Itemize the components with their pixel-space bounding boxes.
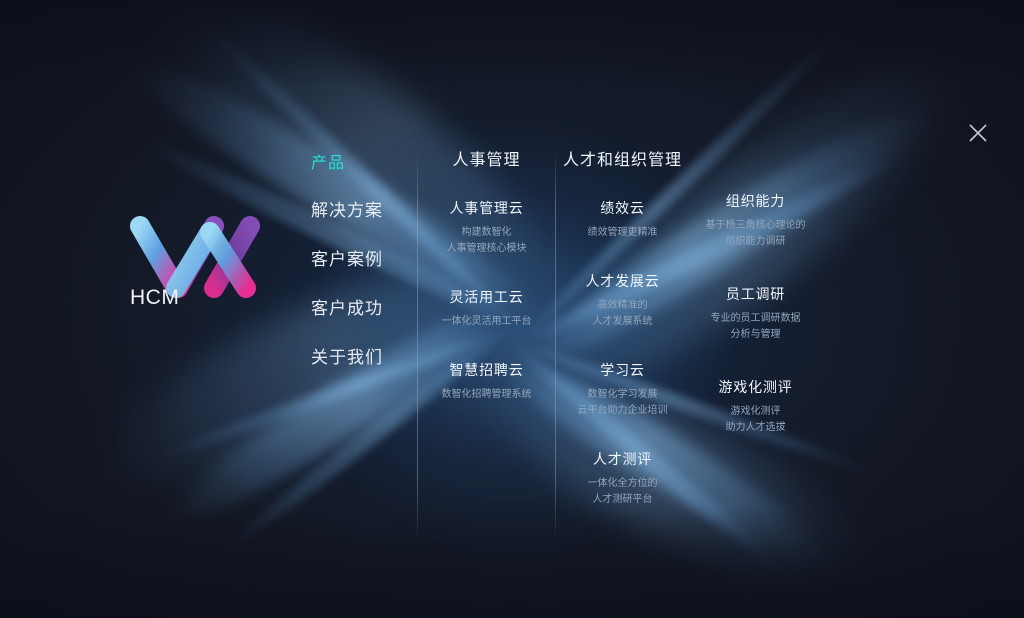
menu-item-desc: 高效精准的 人才发展系统 <box>557 298 688 330</box>
menu-item-title[interactable]: 学习云 <box>600 363 645 379</box>
nav-item-about[interactable]: 关于我们 <box>311 348 383 368</box>
menu-item-title[interactable]: 绩效云 <box>600 201 645 217</box>
menu-item[interactable]: 绩效云 绩效管理更精准 <box>557 202 688 241</box>
desc-line: 助力人才选拔 <box>725 422 786 433</box>
close-icon[interactable] <box>963 118 993 148</box>
menu-item-title[interactable]: 人才测评 <box>592 452 653 468</box>
menu-item-desc: 专业的员工调研数据 分析与管理 <box>690 311 821 343</box>
menu-item[interactable]: 人才发展云 高效精准的 人才发展系统 <box>557 275 688 330</box>
menu-item[interactable]: 学习云 数智化学习发展 云平台助力企业培训 <box>557 364 688 419</box>
menu-item[interactable]: 智慧招聘云 数智化招聘管理系统 <box>421 364 552 403</box>
desc-line: 数智化学习发展 <box>587 389 658 400</box>
menu-item[interactable]: 人才测评 一体化全方位的 人才测研平台 <box>557 453 688 508</box>
menu-item-desc: 绩效管理更精准 <box>557 225 688 241</box>
column-header: 人才和组织管理 <box>562 150 682 169</box>
desc-line: 人事管理核心模块 <box>446 243 527 254</box>
menu-item[interactable]: 员工调研 专业的员工调研数据 分析与管理 <box>690 288 821 343</box>
menu-item[interactable]: 灵活用工云 一体化灵活用工平台 <box>421 291 552 330</box>
menu-item-desc: 数智化招聘管理系统 <box>421 387 552 403</box>
menu-item-title[interactable]: 游戏化测评 <box>718 380 793 396</box>
menu-item-desc: 构建数智化 人事管理核心模块 <box>421 225 552 257</box>
menu-item-title[interactable]: 员工调研 <box>725 287 786 303</box>
menu-item[interactable]: 组织能力 基于杨三角核心理论的 组织能力调研 <box>690 195 821 250</box>
nav-item-solutions[interactable]: 解决方案 <box>311 201 383 221</box>
desc-line: 一体化全方位的 <box>587 478 658 489</box>
primary-nav: 产品 解决方案 客户案例 客户成功 关于我们 <box>311 155 407 399</box>
product-column-hr: 人事管理 人事管理云 构建数智化 人事管理核心模块 灵活用工云 一体化灵活用工平… <box>421 152 552 403</box>
menu-item-desc: 一体化全方位的 人才测研平台 <box>557 476 688 508</box>
brand-logo[interactable]: HCM <box>118 212 278 322</box>
desc-line: 数智化招聘管理系统 <box>441 389 532 400</box>
desc-line: 高效精准的 <box>597 300 648 311</box>
desc-line: 游戏化测评 <box>730 406 781 417</box>
menu-item-title[interactable]: 灵活用工云 <box>449 290 524 306</box>
desc-line: 组织能力调研 <box>725 236 786 247</box>
menu-item-title[interactable]: 人才发展云 <box>585 274 660 290</box>
desc-line: 构建数智化 <box>461 227 512 238</box>
nav-item-success[interactable]: 客户成功 <box>311 299 383 319</box>
column-header: 人事管理 <box>452 150 521 169</box>
product-column-org: 组织能力 基于杨三角核心理论的 组织能力调研 员工调研 专业的员工调研数据 分析… <box>690 195 821 436</box>
nav-item-products[interactable]: 产品 <box>311 153 346 172</box>
menu-item-title[interactable]: 智慧招聘云 <box>449 363 524 379</box>
menu-item[interactable]: 游戏化测评 游戏化测评 助力人才选拔 <box>690 381 821 436</box>
desc-line: 一体化灵活用工平台 <box>441 316 532 327</box>
menu-item[interactable]: 人事管理云 构建数智化 人事管理核心模块 <box>421 202 552 257</box>
desc-line: 分析与管理 <box>730 329 781 340</box>
column-divider-1 <box>417 150 418 542</box>
desc-line: 绩效管理更精准 <box>587 227 658 238</box>
nav-item-cases[interactable]: 客户案例 <box>311 250 383 270</box>
column-divider-2 <box>555 150 556 542</box>
logo-text: HCM <box>130 286 180 309</box>
menu-item-desc: 游戏化测评 助力人才选拔 <box>690 404 821 436</box>
desc-line: 基于杨三角核心理论的 <box>705 220 806 231</box>
menu-item-desc: 一体化灵活用工平台 <box>421 314 552 330</box>
desc-line: 人才发展系统 <box>592 316 653 327</box>
menu-item-desc: 基于杨三角核心理论的 组织能力调研 <box>690 218 821 250</box>
menu-item-desc: 数智化学习发展 云平台助力企业培训 <box>557 387 688 419</box>
desc-line: 专业的员工调研数据 <box>710 313 801 324</box>
desc-line: 人才测研平台 <box>592 494 653 505</box>
desc-line: 云平台助力企业培训 <box>577 405 668 416</box>
menu-item-title[interactable]: 人事管理云 <box>449 201 524 217</box>
menu-item-title[interactable]: 组织能力 <box>725 194 786 210</box>
product-column-talent: 人才和组织管理 绩效云 绩效管理更精准 人才发展云 高效精准的 人才发展系统 学… <box>557 152 688 508</box>
